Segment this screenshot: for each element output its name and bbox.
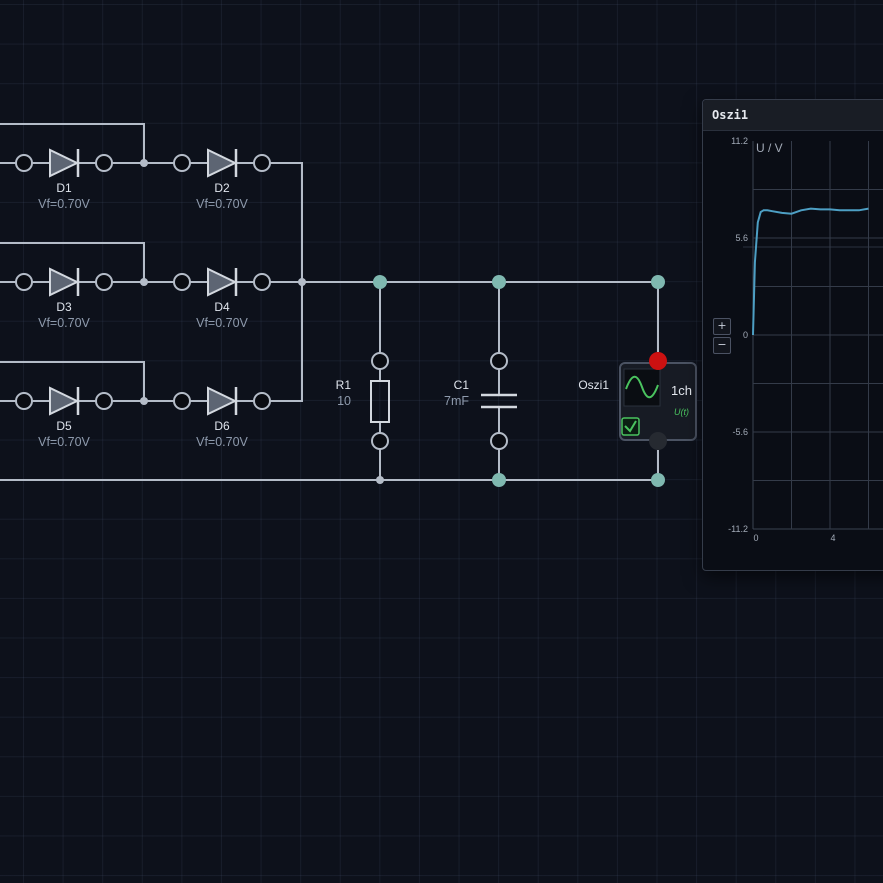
- diode-d5[interactable]: D5 Vf=0.70V: [15, 386, 113, 449]
- diode-value: Vf=0.70V: [38, 197, 90, 211]
- diode-d4[interactable]: D4 Vf=0.70V: [173, 267, 271, 330]
- y-tick-label: 11.2: [731, 136, 748, 146]
- probe-channels: 1ch: [671, 383, 692, 398]
- pin[interactable]: [371, 432, 389, 450]
- pin[interactable]: [95, 154, 113, 172]
- diode-label: D1: [56, 181, 72, 195]
- oscilloscope-probe[interactable]: 1ch U(t) Oszi1: [578, 352, 697, 450]
- plot-grid: [753, 141, 883, 529]
- pin[interactable]: [253, 273, 271, 291]
- wire: [0, 123, 145, 163]
- y-tick-label: -11.2: [728, 524, 748, 534]
- y-tick-label: -5.6: [732, 427, 748, 437]
- pin[interactable]: [95, 392, 113, 410]
- pin[interactable]: [253, 392, 271, 410]
- junction-dot: [376, 476, 384, 484]
- trace-line: [752, 207, 869, 336]
- diode-value: Vf=0.70V: [196, 197, 248, 211]
- pin[interactable]: [15, 273, 33, 291]
- pin[interactable]: [253, 154, 271, 172]
- net-node[interactable]: [492, 473, 506, 487]
- probe-label: Oszi1: [578, 378, 609, 392]
- diode-value: Vf=0.70V: [38, 435, 90, 449]
- net-nodes: [373, 275, 665, 487]
- diode-d2[interactable]: D2 Vf=0.70V: [173, 148, 271, 211]
- capacitor-label: C1: [454, 378, 470, 392]
- pin[interactable]: [173, 154, 191, 172]
- pin[interactable]: [371, 352, 389, 370]
- y-axis-label: U / V: [756, 141, 783, 155]
- zoom-in-button[interactable]: +: [713, 318, 731, 335]
- x-tick-label: 0: [753, 533, 758, 543]
- pin[interactable]: [15, 154, 33, 172]
- x-tick-label: 4: [830, 533, 835, 543]
- net-node[interactable]: [651, 275, 665, 289]
- diode-d1[interactable]: D1 Vf=0.70V: [15, 148, 113, 211]
- junction-dots: [140, 159, 384, 484]
- diode-label: D4: [214, 300, 230, 314]
- diode-label: D3: [56, 300, 72, 314]
- pin[interactable]: [15, 392, 33, 410]
- y-tick-label: 5.6: [735, 233, 748, 243]
- diode-label: D2: [214, 181, 230, 195]
- resistor-label: R1: [336, 378, 352, 392]
- resistor-value: 10: [337, 394, 351, 408]
- diode-d3[interactable]: D3 Vf=0.70V: [15, 267, 113, 330]
- wire: [0, 361, 145, 401]
- diode-value: Vf=0.70V: [196, 435, 248, 449]
- junction-dot: [298, 278, 306, 286]
- junction-dot: [140, 159, 148, 167]
- oscilloscope-titlebar[interactable]: Oszi1: [703, 100, 883, 131]
- pin[interactable]: [95, 273, 113, 291]
- y-tick-label: 0: [743, 330, 748, 340]
- resistor-r1[interactable]: R1 10: [336, 352, 390, 450]
- capacitor-c1[interactable]: C1 7mF: [444, 352, 517, 450]
- diode-label: D5: [56, 419, 72, 433]
- oscilloscope-title: Oszi1: [712, 108, 749, 122]
- junction-dot: [140, 397, 148, 405]
- probe-negative-pin[interactable]: [649, 432, 667, 450]
- probe-signal: U(t): [674, 407, 689, 417]
- diode-label: D6: [214, 419, 230, 433]
- checkmark-icon: [624, 420, 637, 433]
- y-tick-labels: 11.2 5.6 0 -5.6 -11.2: [728, 136, 748, 534]
- zoom-out-button[interactable]: −: [713, 337, 731, 354]
- diode-value: Vf=0.70V: [196, 316, 248, 330]
- capacitor-value: 7mF: [444, 394, 469, 408]
- diode-d6[interactable]: D6 Vf=0.70V: [173, 386, 271, 449]
- sine-wave-icon: [625, 375, 659, 399]
- pin[interactable]: [490, 432, 508, 450]
- net-node[interactable]: [651, 473, 665, 487]
- wire: [0, 242, 145, 282]
- probe-positive-pin[interactable]: [649, 352, 667, 370]
- wires: [0, 123, 659, 481]
- junction-dot: [140, 278, 148, 286]
- net-node[interactable]: [373, 275, 387, 289]
- pin[interactable]: [173, 273, 191, 291]
- pin[interactable]: [173, 392, 191, 410]
- diode-value: Vf=0.70V: [38, 316, 90, 330]
- net-node[interactable]: [492, 275, 506, 289]
- pin[interactable]: [490, 352, 508, 370]
